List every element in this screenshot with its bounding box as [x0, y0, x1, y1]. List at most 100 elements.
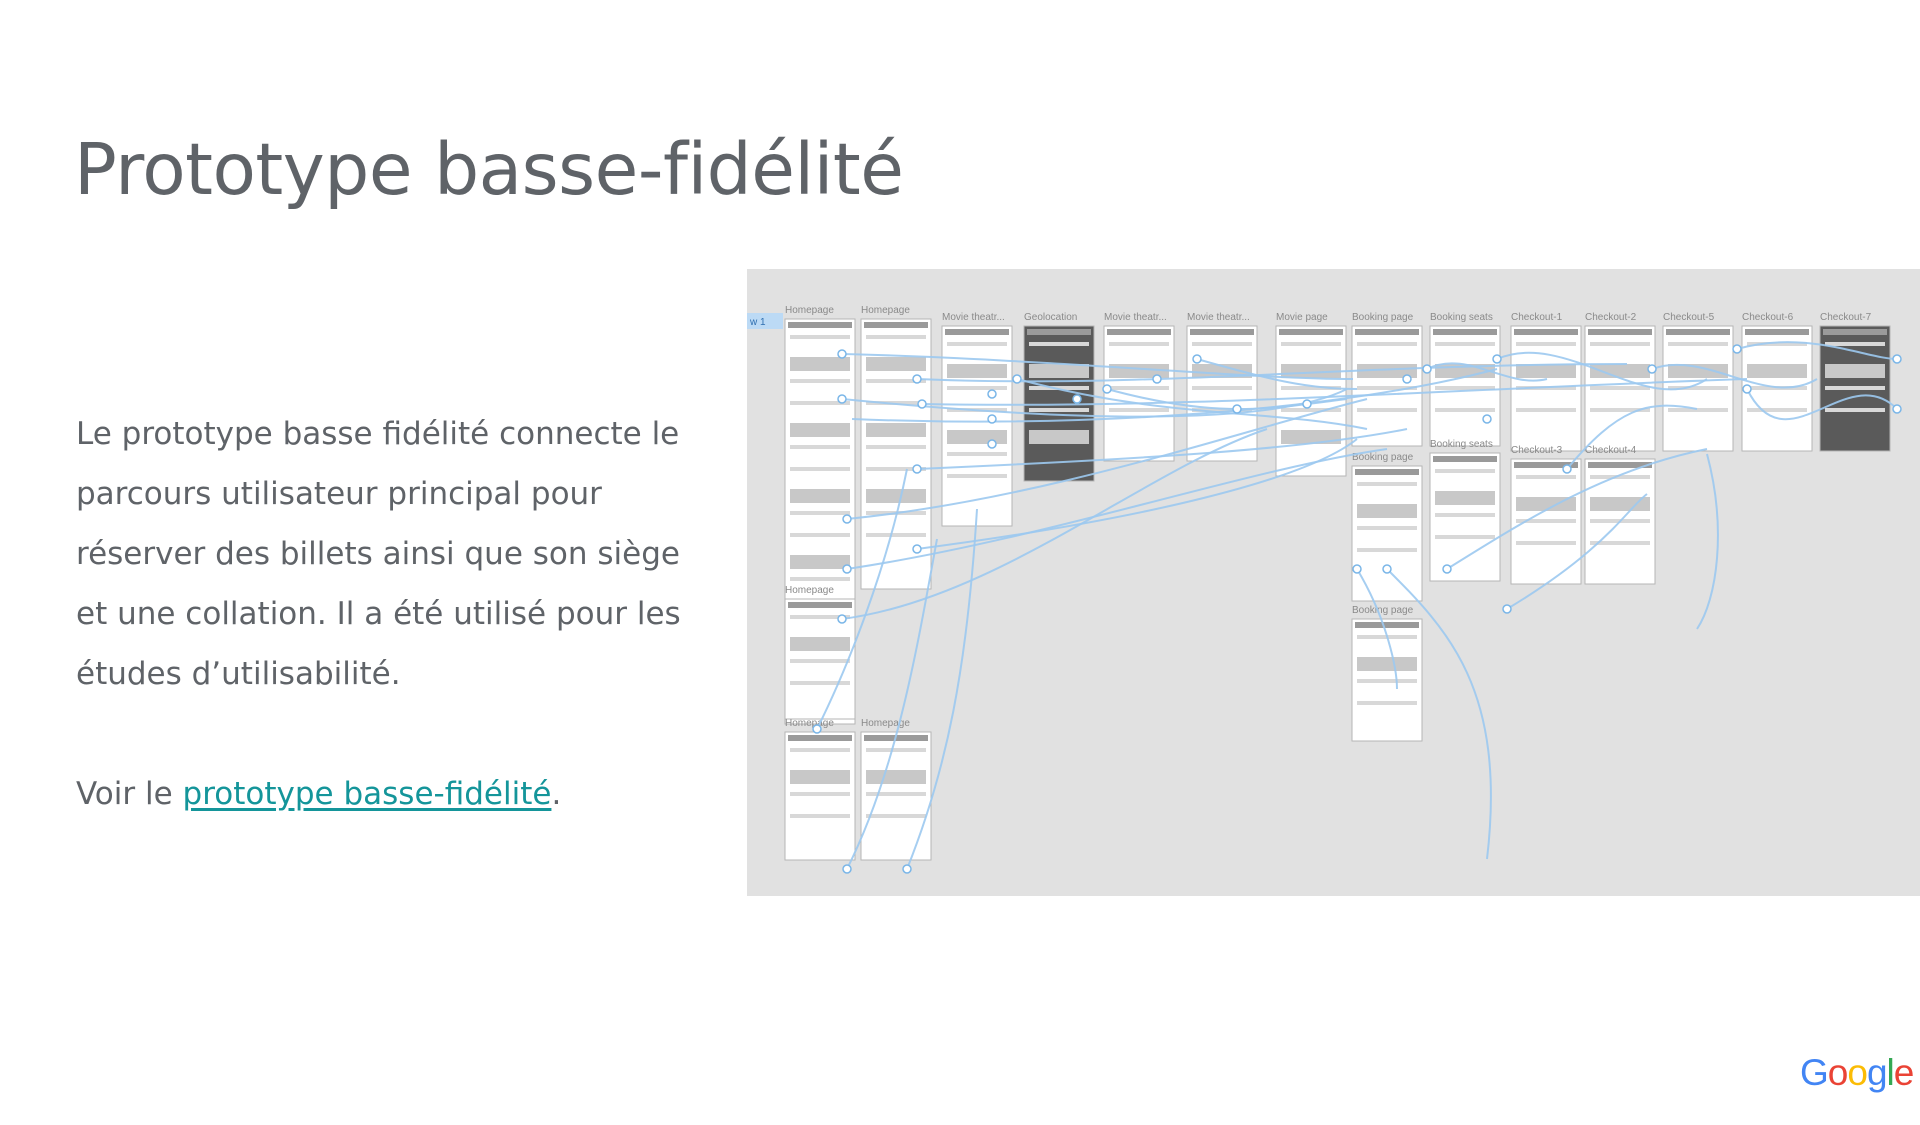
- screen-label: Booking seats: [1430, 439, 1493, 450]
- wireframe-header-bar: [1823, 329, 1887, 335]
- wireframe-content-block: [947, 474, 1007, 478]
- wireframe-content-block: [1668, 342, 1728, 346]
- wireframe-header-bar: [945, 329, 1009, 335]
- wireframe-content-block: [1590, 475, 1650, 479]
- wireframe-header-bar: [1588, 329, 1652, 335]
- google-logo-letter: o: [1847, 1052, 1868, 1093]
- wireframe-content-block: [866, 357, 926, 371]
- wireframe-content-block: [1109, 408, 1169, 412]
- connector-handle: [1732, 344, 1742, 354]
- prototype-connector: [816, 468, 908, 730]
- wireframe-content-block: [790, 577, 850, 581]
- prototype-connector: [841, 428, 1268, 620]
- wireframe-content-block: [1590, 364, 1650, 378]
- connector-handle: [917, 399, 927, 409]
- wireframe-content-block: [1357, 679, 1417, 683]
- screen-label: Homepage: [861, 718, 910, 729]
- wireframe-content-block: [1357, 364, 1417, 378]
- prototype-connector: [1696, 453, 1719, 630]
- screen-label: Homepage: [785, 585, 834, 596]
- connector-handle: [812, 724, 822, 734]
- connector-handle: [1102, 384, 1112, 394]
- prototype-connector: [1566, 404, 1698, 470]
- connector-handle: [987, 389, 997, 399]
- wireframe-content-block: [1357, 342, 1417, 346]
- wireframe-content-block: [1357, 504, 1417, 518]
- flow-start-tag: [747, 313, 783, 329]
- wireframe-content-block: [1825, 364, 1885, 378]
- wireframe-content-block: [790, 445, 850, 449]
- wireframe-content-block: [790, 357, 850, 371]
- wireframe-content-block: [1357, 386, 1417, 390]
- wireframe-content-block: [866, 814, 926, 818]
- wireframe-content-block: [790, 659, 850, 663]
- wireframe-content-block: [947, 386, 1007, 390]
- wireframe-content-block: [866, 467, 926, 471]
- wireframe-content-block: [1516, 497, 1576, 511]
- google-logo: Google: [1800, 1052, 1915, 1094]
- wireframe-content-block: [1590, 342, 1650, 346]
- prototype-connector: [1496, 351, 1708, 391]
- prototype-connector: [921, 378, 1748, 406]
- wireframe-header-bar: [864, 322, 928, 328]
- wireframe-content-block: [790, 770, 850, 784]
- flow-start-label: w 1: [749, 317, 766, 328]
- screen-label: Movie theatr...: [1187, 312, 1250, 323]
- wireframe-content-block: [1109, 342, 1169, 346]
- wireframe-content-block: [1747, 342, 1807, 346]
- wireframe-content-block: [790, 401, 850, 405]
- wireframe-screen: [1351, 465, 1423, 602]
- google-logo-letter: G: [1800, 1052, 1829, 1093]
- wireframe-content-block: [1590, 541, 1650, 545]
- prototype-connector: [846, 448, 1388, 570]
- prototype-connector: [1426, 362, 1548, 382]
- wireframe-content-block: [1357, 408, 1417, 412]
- wireframe-header-bar: [1355, 469, 1419, 475]
- prototype-connector: [916, 438, 1358, 550]
- google-logo-letter: o: [1827, 1052, 1849, 1093]
- wireframe-content-block: [1668, 386, 1728, 390]
- connector-handle: [842, 514, 852, 524]
- connector-handle: [1562, 464, 1572, 474]
- prototype-link[interactable]: prototype basse-fidélité: [182, 776, 552, 812]
- wireframe-content-block: [1192, 342, 1252, 346]
- connector-handle: [1892, 404, 1902, 414]
- wireframe-header-bar: [788, 602, 852, 608]
- wireframe-header-bar: [1279, 329, 1343, 335]
- connector-handle: [912, 544, 922, 554]
- wireframe-content-block: [1357, 701, 1417, 705]
- wireframe-content-block: [1590, 408, 1650, 412]
- wireframe-content-block: [1435, 535, 1495, 539]
- wireframe-content-block: [790, 423, 850, 437]
- wireframe-content-block: [790, 335, 850, 339]
- screen-label: Movie page: [1276, 312, 1328, 323]
- google-logo-letter: e: [1893, 1052, 1915, 1093]
- connector-handle: [1647, 364, 1657, 374]
- prototype-connector: [1356, 568, 1398, 690]
- wireframe-header-bar: [788, 322, 852, 328]
- wireframe-content-block: [790, 681, 850, 685]
- wireframe-content-block: [1281, 342, 1341, 346]
- wireframe-content-block: [1281, 364, 1341, 378]
- screen-label: Booking page: [1352, 605, 1414, 616]
- wireframe-content-block: [1590, 497, 1650, 511]
- screen-label: Booking page: [1352, 312, 1414, 323]
- screen-label: Checkout-3: [1511, 445, 1563, 456]
- wireframe-content-block: [1516, 408, 1576, 412]
- prototype-connector: [846, 538, 938, 870]
- wireframe-content-block: [1192, 408, 1252, 412]
- connector-handle: [1012, 374, 1022, 384]
- screen-label: Booking page: [1352, 452, 1414, 463]
- wireframe-content-block: [1668, 364, 1728, 378]
- wireframe-content-block: [1357, 482, 1417, 486]
- connector-handle: [1302, 399, 1312, 409]
- prototype-connector: [851, 368, 1498, 423]
- screen-label: Checkout-4: [1585, 445, 1637, 456]
- connector-handle: [1232, 404, 1242, 414]
- wireframe-content-block: [947, 342, 1007, 346]
- screen-label: Homepage: [861, 305, 910, 316]
- connector-handle: [1502, 604, 1512, 614]
- wireframe-screen: [941, 325, 1013, 527]
- wireframe-content-block: [1747, 408, 1807, 412]
